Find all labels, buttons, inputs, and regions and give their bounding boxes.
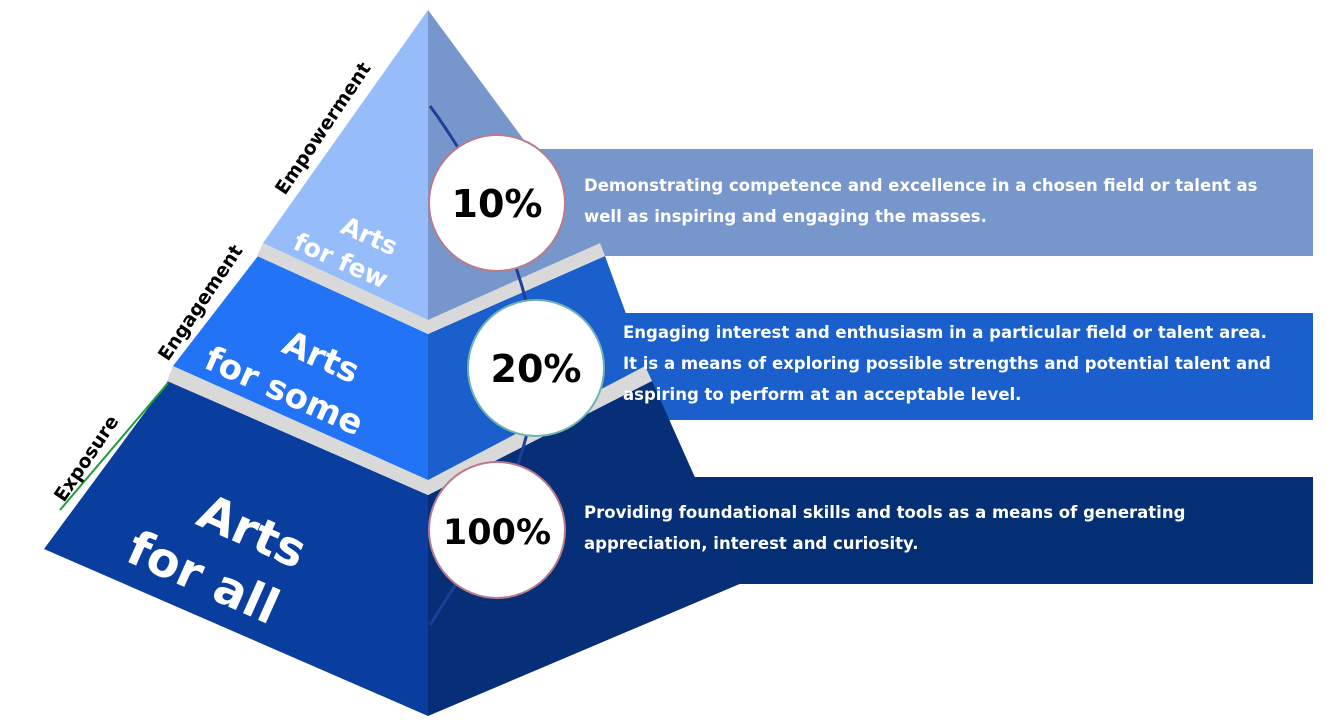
separator-upper bbox=[257, 243, 428, 334]
description-all-line-1: Providing foundational skills and tools … bbox=[584, 503, 1186, 522]
pyramid-middle-front bbox=[173, 256, 428, 480]
pyramid-top-front bbox=[263, 10, 428, 320]
description-all-line-2: appreciation, interest and curiosity. bbox=[584, 534, 919, 553]
description-few-line-1: Demonstrating competence and excellence … bbox=[584, 176, 1258, 195]
percent-few: 10% bbox=[452, 182, 543, 226]
percent-circle-few bbox=[428, 134, 566, 272]
description-few: Demonstrating competence and excellence … bbox=[584, 170, 1258, 232]
percent-circle-some bbox=[467, 299, 605, 437]
percent-all: 100% bbox=[443, 513, 551, 553]
description-some: Engaging interest and enthusiasm in a pa… bbox=[623, 317, 1271, 410]
description-few-line-2: well as inspiring and engaging the masse… bbox=[584, 207, 987, 226]
percent-some: 20% bbox=[491, 347, 582, 391]
description-some-line-2: It is a means of exploring possible stre… bbox=[623, 354, 1271, 373]
pyramid-bottom-front bbox=[44, 381, 428, 716]
percent-circle-all bbox=[428, 461, 566, 599]
description-all: Providing foundational skills and tools … bbox=[584, 497, 1185, 559]
description-some-line-1: Engaging interest and enthusiasm in a pa… bbox=[623, 323, 1267, 342]
edge-highlight bbox=[59, 382, 169, 511]
separator-lower bbox=[167, 366, 428, 495]
description-some-line-3: aspiring to perform at an acceptable lev… bbox=[623, 385, 1022, 404]
band-few bbox=[470, 149, 1313, 256]
separator-upper-side bbox=[428, 243, 605, 334]
